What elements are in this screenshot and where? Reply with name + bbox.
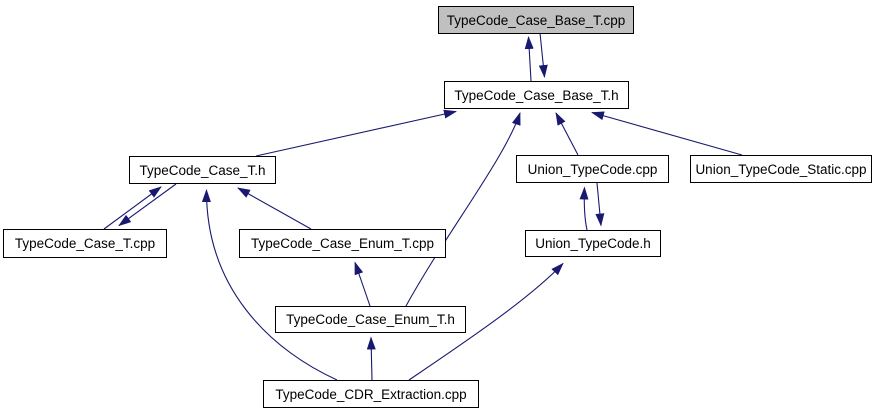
edge-enum-h-to-enum-cpp — [354, 261, 371, 307]
edge-base-cpp-to-base-h — [538, 32, 548, 78]
node-typecode-case-base-t-h[interactable]: TypeCode_Case_Base_T.h — [444, 81, 629, 109]
node-typecode-case-t-cpp[interactable]: TypeCode_Case_T.cpp — [3, 229, 167, 258]
edge-base-h-to-base-cpp — [524, 36, 534, 82]
edge-union-h-to-union-cpp — [579, 186, 589, 231]
edge-union-static-cpp-to-base-h — [591, 111, 743, 156]
edge-case-t-h-to-case-t-cpp — [118, 183, 177, 227]
node-union-typecode-static-cpp[interactable]: Union_TypeCode_Static.cpp — [690, 155, 872, 183]
node-union-typecode-h[interactable]: Union_TypeCode.h — [525, 230, 661, 257]
edge-union-cpp-to-union-h — [595, 182, 605, 227]
edge-cdr-to-case-t-h — [201, 189, 338, 381]
node-typecode-case-t-h[interactable]: TypeCode_Case_T.h — [129, 156, 276, 184]
node-typecode-case-enum-t-cpp[interactable]: TypeCode_Case_Enum_T.cpp — [239, 229, 446, 258]
edge-union-cpp-to-base-h — [555, 112, 579, 156]
edge-case-t-cpp-to-case-t-h — [103, 186, 162, 230]
node-typecode-case-enum-t-h[interactable]: TypeCode_Case_Enum_T.h — [275, 306, 466, 333]
edge-case-t-h-to-base-h — [255, 109, 457, 157]
node-union-typecode-cpp[interactable]: Union_TypeCode.cpp — [516, 155, 669, 183]
edge-cdr-to-enum-h — [366, 336, 376, 381]
node-typecode-cdr-extraction-cpp[interactable]: TypeCode_CDR_Extraction.cpp — [263, 380, 479, 408]
edge-enum-cpp-to-case-t-h — [237, 187, 312, 230]
edge-cdr-to-union-h — [408, 262, 564, 381]
edge-enum-h-to-base-h — [405, 112, 521, 307]
node-typecode-case-base-t-cpp[interactable]: TypeCode_Case_Base_T.cpp — [438, 6, 634, 34]
